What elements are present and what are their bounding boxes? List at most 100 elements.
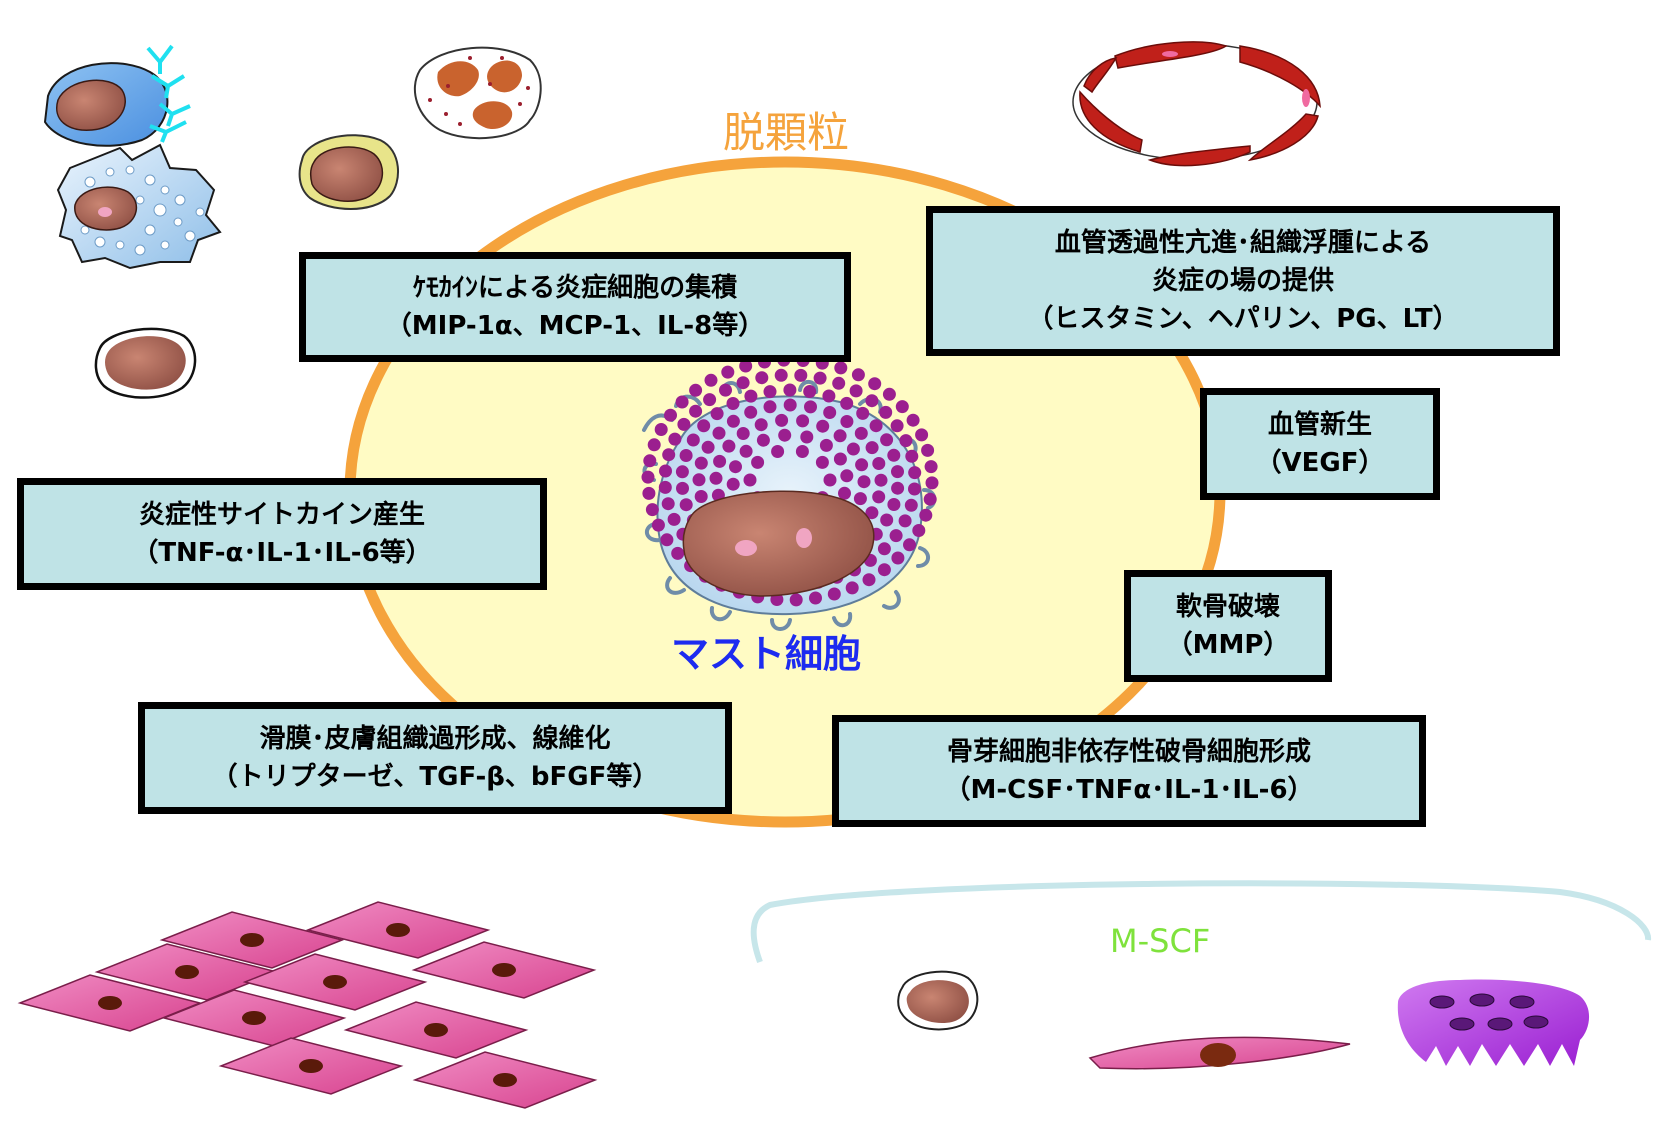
granule [713,454,727,468]
cytokine-detail: （TNF-α･IL-1･IL-6等） [132,538,432,568]
granule [882,387,896,401]
granule [739,359,753,373]
granule [686,433,700,447]
chemokine-detail: （MIP-1α、MCP-1、IL-8等） [385,311,765,341]
blood-vessel-icon [1072,41,1321,167]
b-cell-icon [43,44,191,147]
granule [849,384,863,398]
granule [832,376,846,390]
granule [838,486,851,500]
macrophage-icon [56,143,222,270]
vascular-title: 血管透過性亢進･組織浮腫による [1054,228,1432,258]
granule [654,423,668,436]
granule [694,456,708,470]
cytokine-box: 炎症性サイトカイン産生 （TNF-α･IL-1･IL-6等） [17,478,547,590]
chemokine-title: ｹﾓｶｲﾝによる炎症細胞の集積 [412,273,738,303]
granule [834,361,848,375]
granule [872,490,886,504]
granule [743,473,757,487]
granule [739,444,753,458]
granule [912,524,926,537]
granule [641,470,655,484]
granule [855,458,869,472]
cartilage-detail: （MMP） [1166,630,1290,660]
granule [721,365,735,379]
fibroblast-nucleus [98,996,122,1010]
granule [642,486,656,500]
granule [908,466,922,480]
granule [694,490,708,503]
granule [689,404,703,418]
granule [712,426,726,440]
granule [729,460,742,474]
granule [800,430,814,444]
mscf-bracket [750,880,1652,964]
granule [880,513,894,527]
granule [833,429,847,443]
granule [823,473,837,487]
granule [877,563,891,577]
granule [671,546,685,560]
granule [891,465,904,479]
degranulation-label: 脱顆粒 [723,108,850,157]
granule [771,445,785,458]
synovium-hyperplasia-box: 滑膜･皮膚組織過形成、線維化 （トリプターゼ、TGF-β、bFGF等） [138,702,732,814]
granule [908,482,921,496]
granule [744,405,758,419]
granule [726,397,740,410]
granule [822,389,836,403]
granule [819,438,833,452]
osteoblast-icon [1088,1036,1351,1070]
granule [856,406,870,420]
mscf-label: M-SCF [1110,922,1211,960]
granule [756,433,770,447]
granule [865,394,879,408]
granule [710,407,724,421]
fibroblast-icon [17,901,598,1109]
osteoclast-detail: （M-CSF･TNFα･IL-1･IL-6） [944,775,1314,805]
granule [794,368,808,382]
granule [833,452,847,466]
fibroblast-nucleus [240,933,264,947]
granule [809,591,822,605]
granule [906,413,920,427]
granule [845,581,859,595]
granule [890,419,904,433]
granule [880,433,894,447]
granule [898,514,912,528]
granule [662,448,676,462]
granule [664,408,677,422]
granule [891,481,905,495]
granule [754,418,768,432]
eosinophil-icon [413,46,542,140]
granule [872,457,886,470]
granule [709,471,723,485]
granule [854,426,868,440]
granule [660,533,674,547]
granule [774,368,788,382]
granule [719,383,732,397]
granule [795,445,809,458]
granule [915,428,929,442]
cartilage-destruction-box: 軟骨破壊 （MMP） [1124,570,1332,682]
fibroblast-nucleus [299,1059,323,1073]
fibroblast-nucleus [493,1073,517,1087]
granule [647,438,661,452]
fibroblast-nucleus [175,965,199,979]
granule [689,383,703,397]
mast-cell-icon [641,353,939,631]
granule [924,460,938,474]
granule [645,503,659,517]
granule [763,400,777,414]
granule [895,400,909,414]
synovium-title: 滑膜･皮膚組織過形成、線維化 [259,724,611,754]
lymphocyte-icon [94,327,197,399]
granule [865,441,879,455]
granule [840,469,854,483]
basophil-icon [298,134,400,210]
cartilage-title: 軟骨破壊 [1175,592,1280,622]
granule [919,508,933,522]
fibroblast-nucleus [323,975,347,989]
granule [658,480,672,494]
granule [726,477,740,491]
